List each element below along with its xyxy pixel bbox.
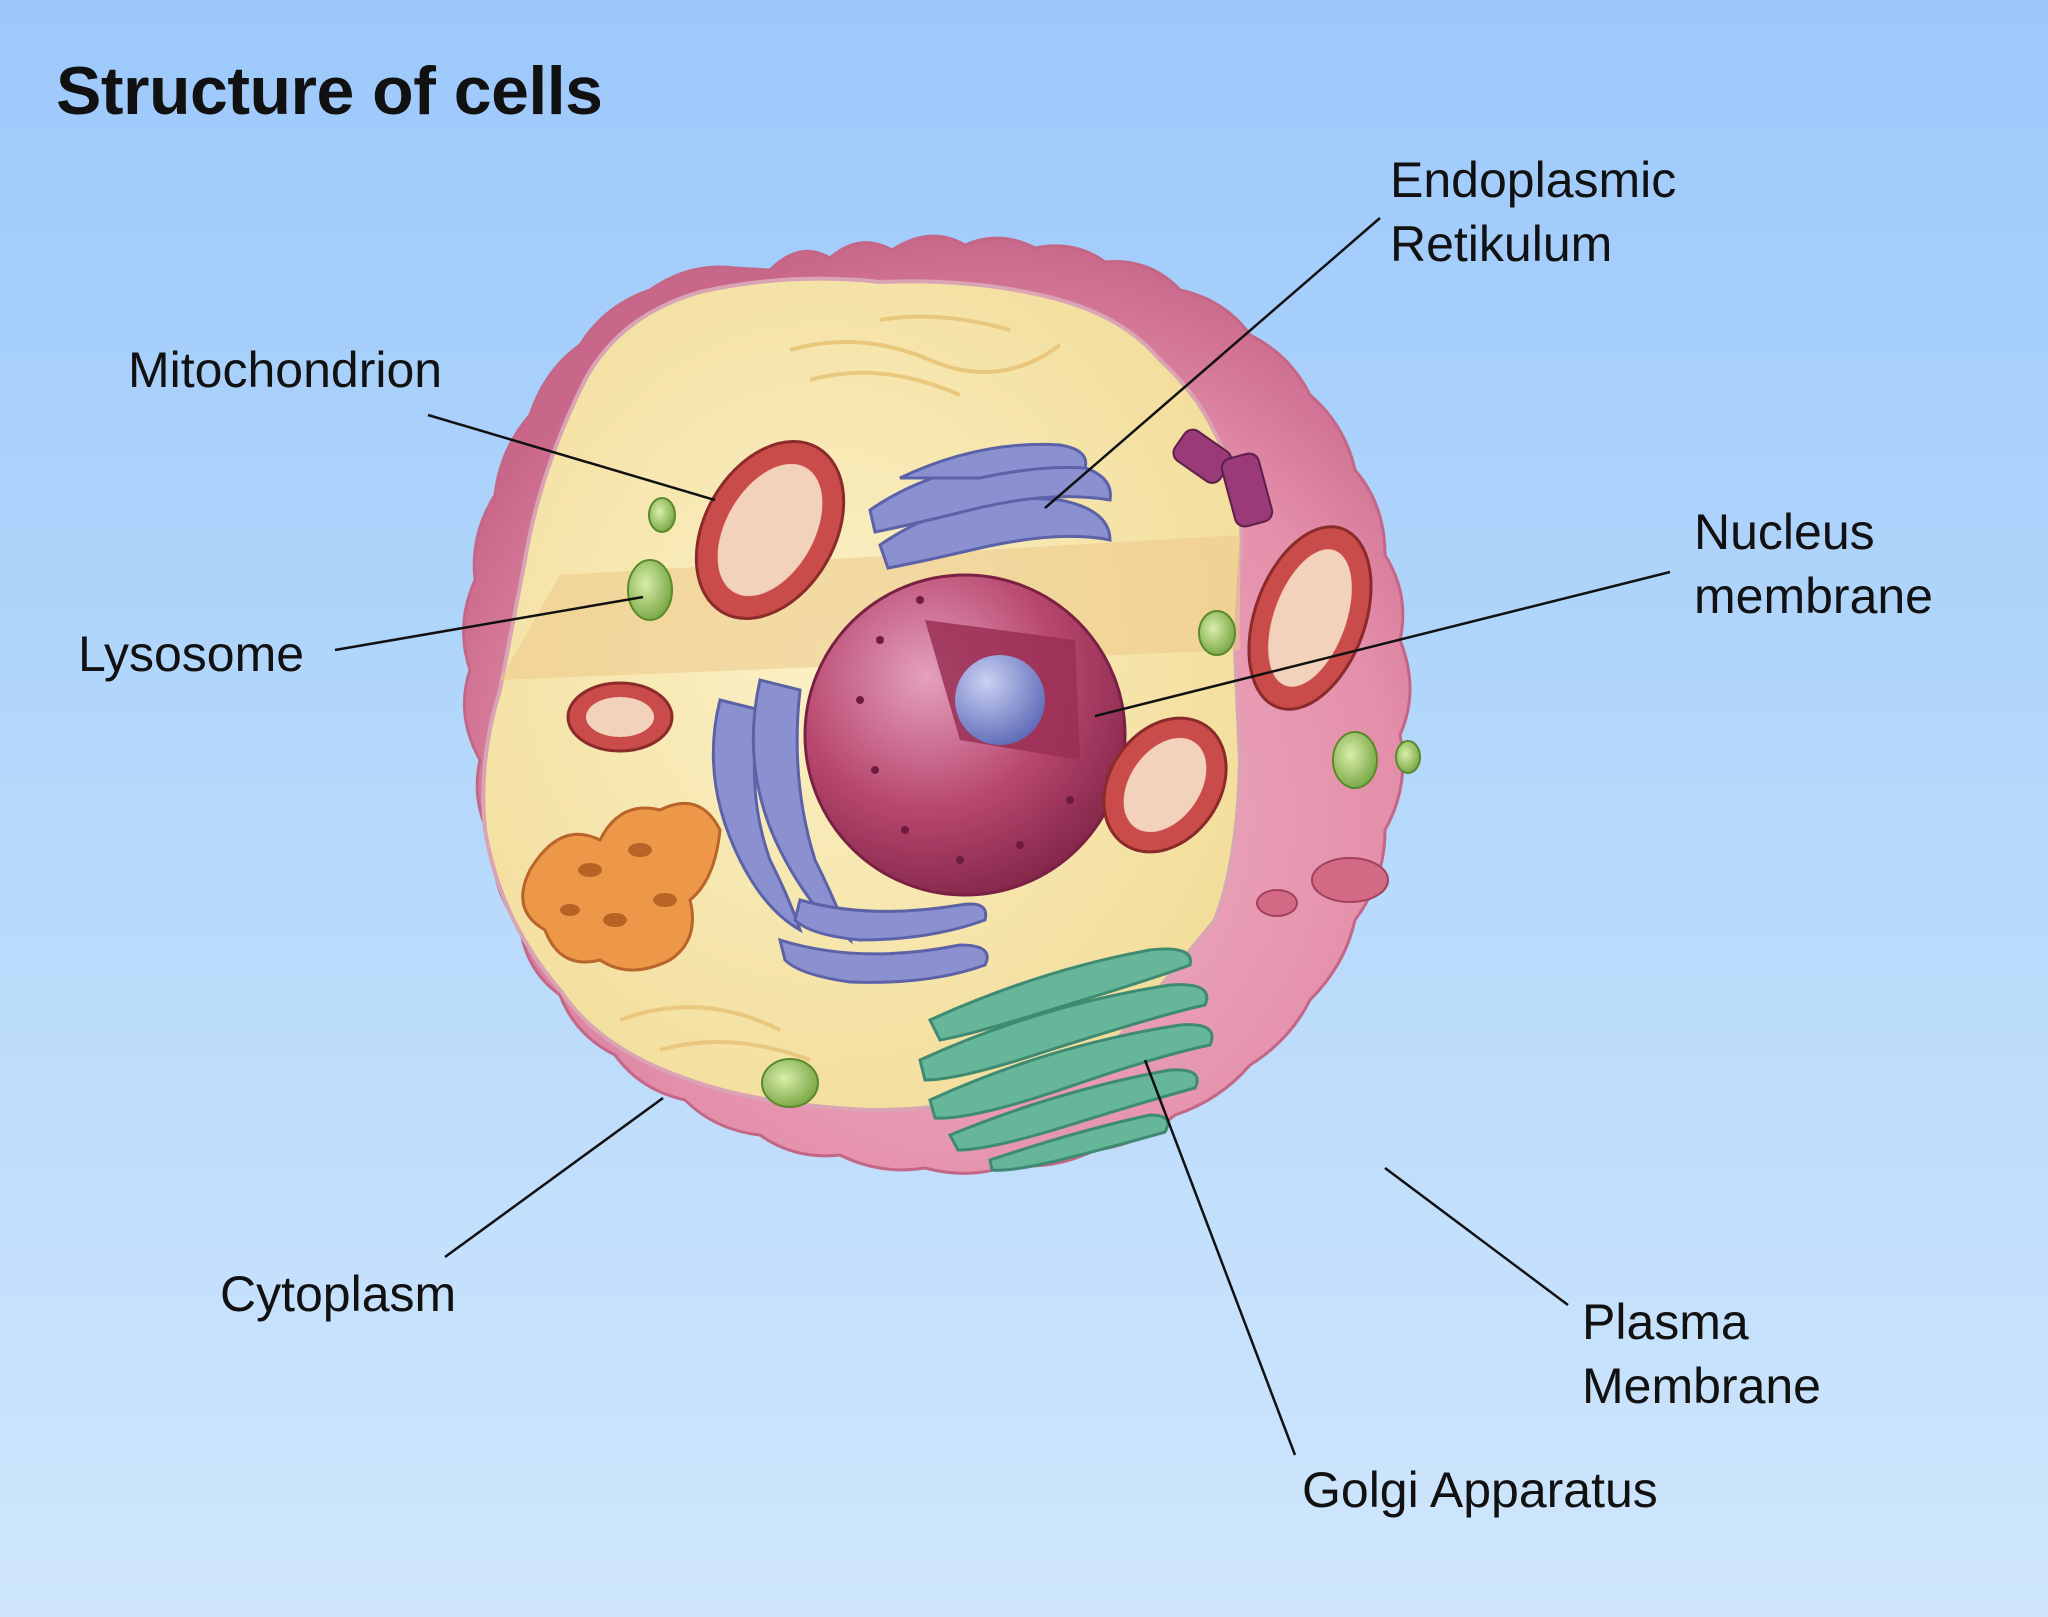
centriole-shape xyxy=(1172,428,1274,528)
leader-nucleus xyxy=(1094,570,1671,718)
label-mitochondrion: Mitochondrion xyxy=(128,342,443,398)
leader-lysosome xyxy=(334,595,644,652)
smooth-er-shape xyxy=(521,801,722,972)
leader-plasma xyxy=(1384,1166,1569,1307)
label-lysosome: Lysosome xyxy=(78,626,305,682)
endoplasmic-reticulum-shape xyxy=(711,442,1112,984)
label-cytoplasm: Cytoplasm xyxy=(220,1266,457,1322)
leader-golgi xyxy=(1143,1059,1297,1456)
label-nucleus-membrane: Nucleus membrane xyxy=(1694,504,1933,624)
label-golgi-apparatus: Golgi Apparatus xyxy=(1302,1462,1658,1518)
page-title: Structure of cells xyxy=(56,53,603,129)
label-endoplasmic-reticulum: Endoplasmic Retikulum xyxy=(1390,152,1677,272)
leader-cytoplasm xyxy=(444,1096,664,1259)
label-plasma-membrane: Plasma Membrane xyxy=(1582,1294,1821,1414)
nucleolus-shape xyxy=(955,655,1045,745)
leader-er xyxy=(1044,217,1381,509)
leader-mitochondrion xyxy=(427,413,716,502)
golgi-shape xyxy=(918,947,1214,1172)
lysosome-shape xyxy=(627,497,1421,1108)
